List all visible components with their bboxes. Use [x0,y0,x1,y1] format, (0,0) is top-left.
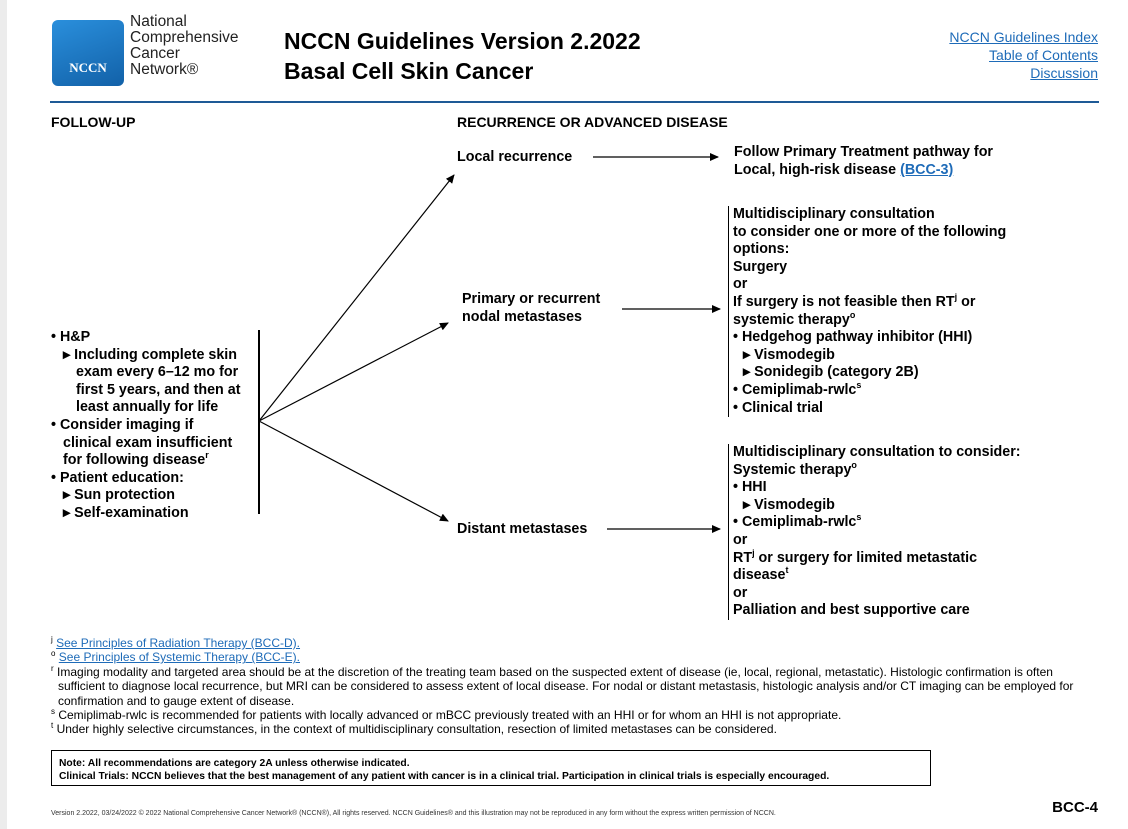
local-outcome-line: Local, high-risk disease [734,161,901,178]
imaging-item: • Consider imaging if [51,416,194,433]
arrow-to-local [258,174,455,422]
followup-heading: FOLLOW-UP [51,114,136,130]
clinical-trial-line: • Clinical trial [733,399,824,416]
or-line: or [733,584,748,601]
nodal-outcome-line: Multidisciplinary consultation [733,206,935,222]
nodal-outcome-line: to consider one or more of the following [733,223,1007,240]
org-line: Comprehensive [130,29,239,46]
imaging-text: for following disease [63,452,206,469]
education-item: • Patient education: [51,469,184,486]
arrow-to-distant [258,420,449,522]
guidelines-index-link[interactable]: NCCN Guidelines Index [949,29,1098,45]
footnote-o: o See Principles of Systemic Therapy (BC… [51,649,300,665]
local-recurrence-node: Local recurrence [457,149,573,165]
note-line: Note: All recommendations are category 2… [59,758,410,769]
radiation-therapy-link[interactable]: See Principles of Radiation Therapy (BCC… [56,636,301,650]
title-line-2: Basal Cell Skin Cancer [284,58,534,84]
rt-line: RTj or surgery for limited metastatic [733,547,978,566]
if-surgery-line: If surgery is not feasible then RTj or [733,292,976,310]
header-divider [50,101,1099,103]
bcc-3-link[interactable]: (BCC-3) [900,161,954,178]
organization-name: National Comprehensive Cancer Network® [130,14,239,78]
disease-line: diseaset [733,565,789,584]
followup-bracket [258,330,260,514]
imaging-line: clinical exam insufficient [63,434,233,451]
hhi-sub: ▸ Sonidegib (category 2B) [743,364,919,381]
org-line: Network® [130,61,199,78]
footnote-mark: o [851,459,857,470]
footnote-mark: s [856,512,862,523]
footnote-r: r Imaging modality and targeted area sho… [51,663,1074,708]
distant-cemiplimab-line: • Cemiplimab-rwlcs [733,512,862,531]
footnote-mark: r [205,450,209,461]
nodal-metastases-node: Primary or recurrent nodal metastases [462,291,600,326]
nccn-logo: NCCN [52,20,124,86]
page-title: NCCN Guidelines Version 2.2022 Basal Cel… [284,26,641,86]
note-line: Clinical Trials: NCCN believes that the … [59,771,830,782]
nodal-outcome-line: options: [733,241,790,258]
hp-item: • H&P [51,329,91,345]
local-outcome: Follow Primary Treatment pathway for Loc… [734,144,993,179]
nodal-line: nodal metastases [462,308,582,325]
recurrence-heading: RECURRENCE OR ADVANCED DISEASE [457,114,728,130]
footnote-text: Under highly selective circumstances, in… [56,722,777,737]
title-line-1: NCCN Guidelines Version 2.2022 [284,28,641,54]
footnote-mark: t [785,565,789,576]
org-line: Cancer [130,45,180,62]
distant-outcome: Multidisciplinary consultation to consid… [728,444,1021,620]
footnotes: j See Principles of Radiation Therapy (B… [51,636,1101,737]
hp-sub-line: least annually for life [76,399,219,416]
or-line: or [733,531,748,548]
distant-outcome-line: Multidisciplinary consultation to consid… [733,444,1021,460]
page-code: BCC-4 [1052,799,1098,816]
top-links: NCCN Guidelines Index Table of Contents … [949,28,1098,82]
nodal-outcome-line: Surgery [733,258,788,275]
org-line: National [130,13,187,30]
version-copyright: Version 2.2022, 03/24/2022 © 2022 Nation… [51,810,776,817]
footnote-mark: j [954,292,958,303]
arrow-to-nodal [258,322,449,422]
imaging-line: for following diseaser [51,450,240,470]
footnote-mark: o [849,309,856,320]
followup-list: • H&P ▸ Including complete skin exam eve… [51,329,240,523]
discussion-link[interactable]: Discussion [1030,65,1098,81]
nodal-outcome-line: or [733,276,748,293]
hp-sub-line: first 5 years, and then at [76,381,241,398]
distant-hhi-line: • HHI [733,479,767,496]
footnote-s: s Cemiplimab-rwlc is recommended for pat… [51,707,842,723]
footnote-mark: s [856,380,862,391]
distant-vismodegib: ▸ Vismodegib [743,496,835,513]
logo-text: NCCN [69,60,107,75]
systemic-line: systemic therapyo [733,309,856,328]
hhi-sub: ▸ Vismodegib [743,346,835,363]
nodal-outcome: Multidisciplinary consultation to consid… [728,206,1007,418]
cemiplimab-line: • Cemiplimab-rwlcs [733,380,862,398]
left-gutter [0,0,7,829]
education-sub: ▸ Sun protection [63,487,176,504]
footnote-t: t Under highly selective circumstances, … [51,721,777,737]
footnote-text: Imaging modality and targeted area shoul… [57,664,1074,708]
table-of-contents-link[interactable]: Table of Contents [989,47,1098,63]
palliation-line: Palliation and best supportive care [733,602,970,619]
hp-sub-line: ▸ Including complete skin [63,346,237,363]
distant-metastases-node: Distant metastases [457,521,588,537]
education-sub: ▸ Self-examination [63,504,189,521]
nodal-line: Primary or recurrent [462,291,601,307]
hhi-line: • Hedgehog pathway inhibitor (HHI) [733,329,973,346]
systemic-therapy-link[interactable]: See Principles of Systemic Therapy (BCC-… [58,650,300,665]
distant-systemic-line: Systemic therapyo [733,459,857,478]
footnote-text: Cemiplimab-rwlc is recommended for patie… [58,708,842,723]
local-outcome-line: Follow Primary Treatment pathway for [734,144,993,160]
footnote-j: j See Principles of Radiation Therapy (B… [51,635,301,651]
recommendations-note: Note: All recommendations are category 2… [51,750,931,786]
hp-sub-line: exam every 6–12 mo for [76,364,239,381]
footnote-mark: j [752,547,755,558]
